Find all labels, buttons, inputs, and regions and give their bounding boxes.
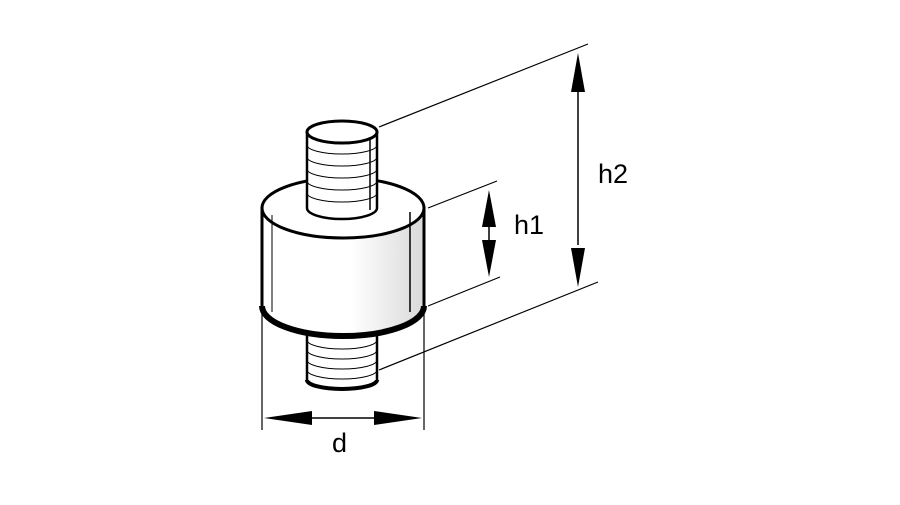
h2-label: h2 — [598, 159, 628, 189]
h1-dimension-arrow — [482, 190, 496, 277]
top-stud — [305, 119, 379, 221]
h1-label: h1 — [514, 210, 544, 240]
h2-dimension-arrow — [571, 53, 585, 287]
d-label: d — [332, 428, 347, 458]
extension-lines — [261, 43, 599, 430]
rubber-body — [259, 176, 427, 339]
d-dimension-arrow — [264, 411, 422, 425]
